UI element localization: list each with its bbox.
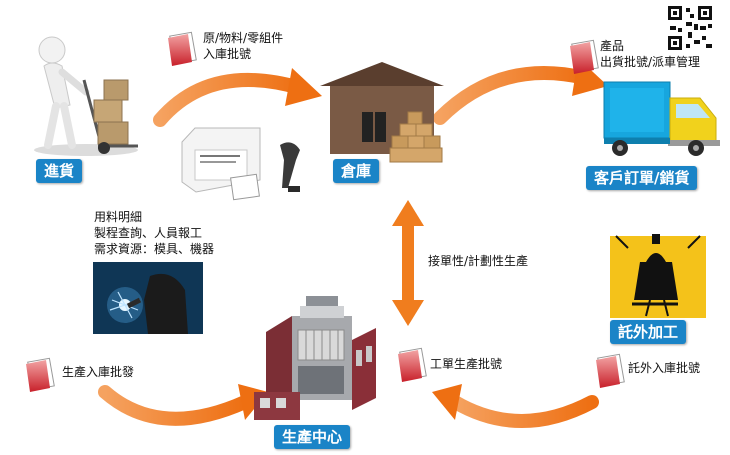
node-production-center: 生產中心	[274, 425, 351, 449]
note-line: 出貨批號/派車管理	[600, 55, 701, 69]
note-line: 製程查詢、人員報工	[94, 226, 203, 240]
node-outsourcing: 託外加工	[610, 320, 687, 344]
note-production-issue: 生產入庫批發	[62, 365, 135, 379]
note-line: 入庫批號	[203, 47, 252, 61]
outsourcing-tool-icon	[610, 234, 706, 318]
note-material-detail: 用料明細 製程查詢、人員報工 需求資源：模具、機器	[94, 209, 214, 257]
arrow-inbound-to-warehouse	[153, 68, 322, 127]
document-icon-product-shipping	[570, 39, 599, 74]
document-icon-outsource-batch	[596, 353, 625, 388]
arrow-outsource-to-center	[432, 384, 599, 428]
note-line: 用料明細	[94, 210, 143, 224]
factory-building-illustration	[254, 296, 376, 420]
worker-hand-truck-illustration	[34, 36, 138, 156]
document-icon-work-order-batch	[398, 347, 427, 382]
node-warehouse: 倉庫	[333, 159, 380, 183]
document-icon-production-issue	[26, 357, 55, 392]
label-printer-scanner-illustration	[181, 127, 300, 201]
note-product-shipping: 產品 出貨批號/派車管理	[600, 38, 700, 70]
node-inbound: 進貨	[36, 159, 83, 183]
note-line: 原/物料/零組件	[203, 31, 284, 45]
arrow-warehouse-production-two-way	[392, 200, 424, 326]
note-inbound-batch: 原/物料/零組件 入庫批號	[203, 30, 283, 62]
document-icon-inbound-batch	[168, 31, 197, 66]
arrow-production-to-center	[98, 384, 268, 426]
note-work-order-batch: 工單生產批號	[430, 357, 503, 371]
qr-code-icon	[668, 6, 712, 50]
welder-photo	[93, 262, 203, 334]
truck-illustration	[603, 81, 720, 156]
warehouse-illustration	[320, 62, 444, 163]
note-line: 需求資源：模具、機器	[94, 242, 215, 256]
node-customer-order: 客戶訂單/銷貨	[586, 166, 698, 190]
note-line: 產品	[600, 39, 625, 53]
note-order-based-production: 接單性/計劃性生產	[428, 254, 529, 268]
note-outsource-batch: 託外入庫批號	[628, 361, 701, 375]
